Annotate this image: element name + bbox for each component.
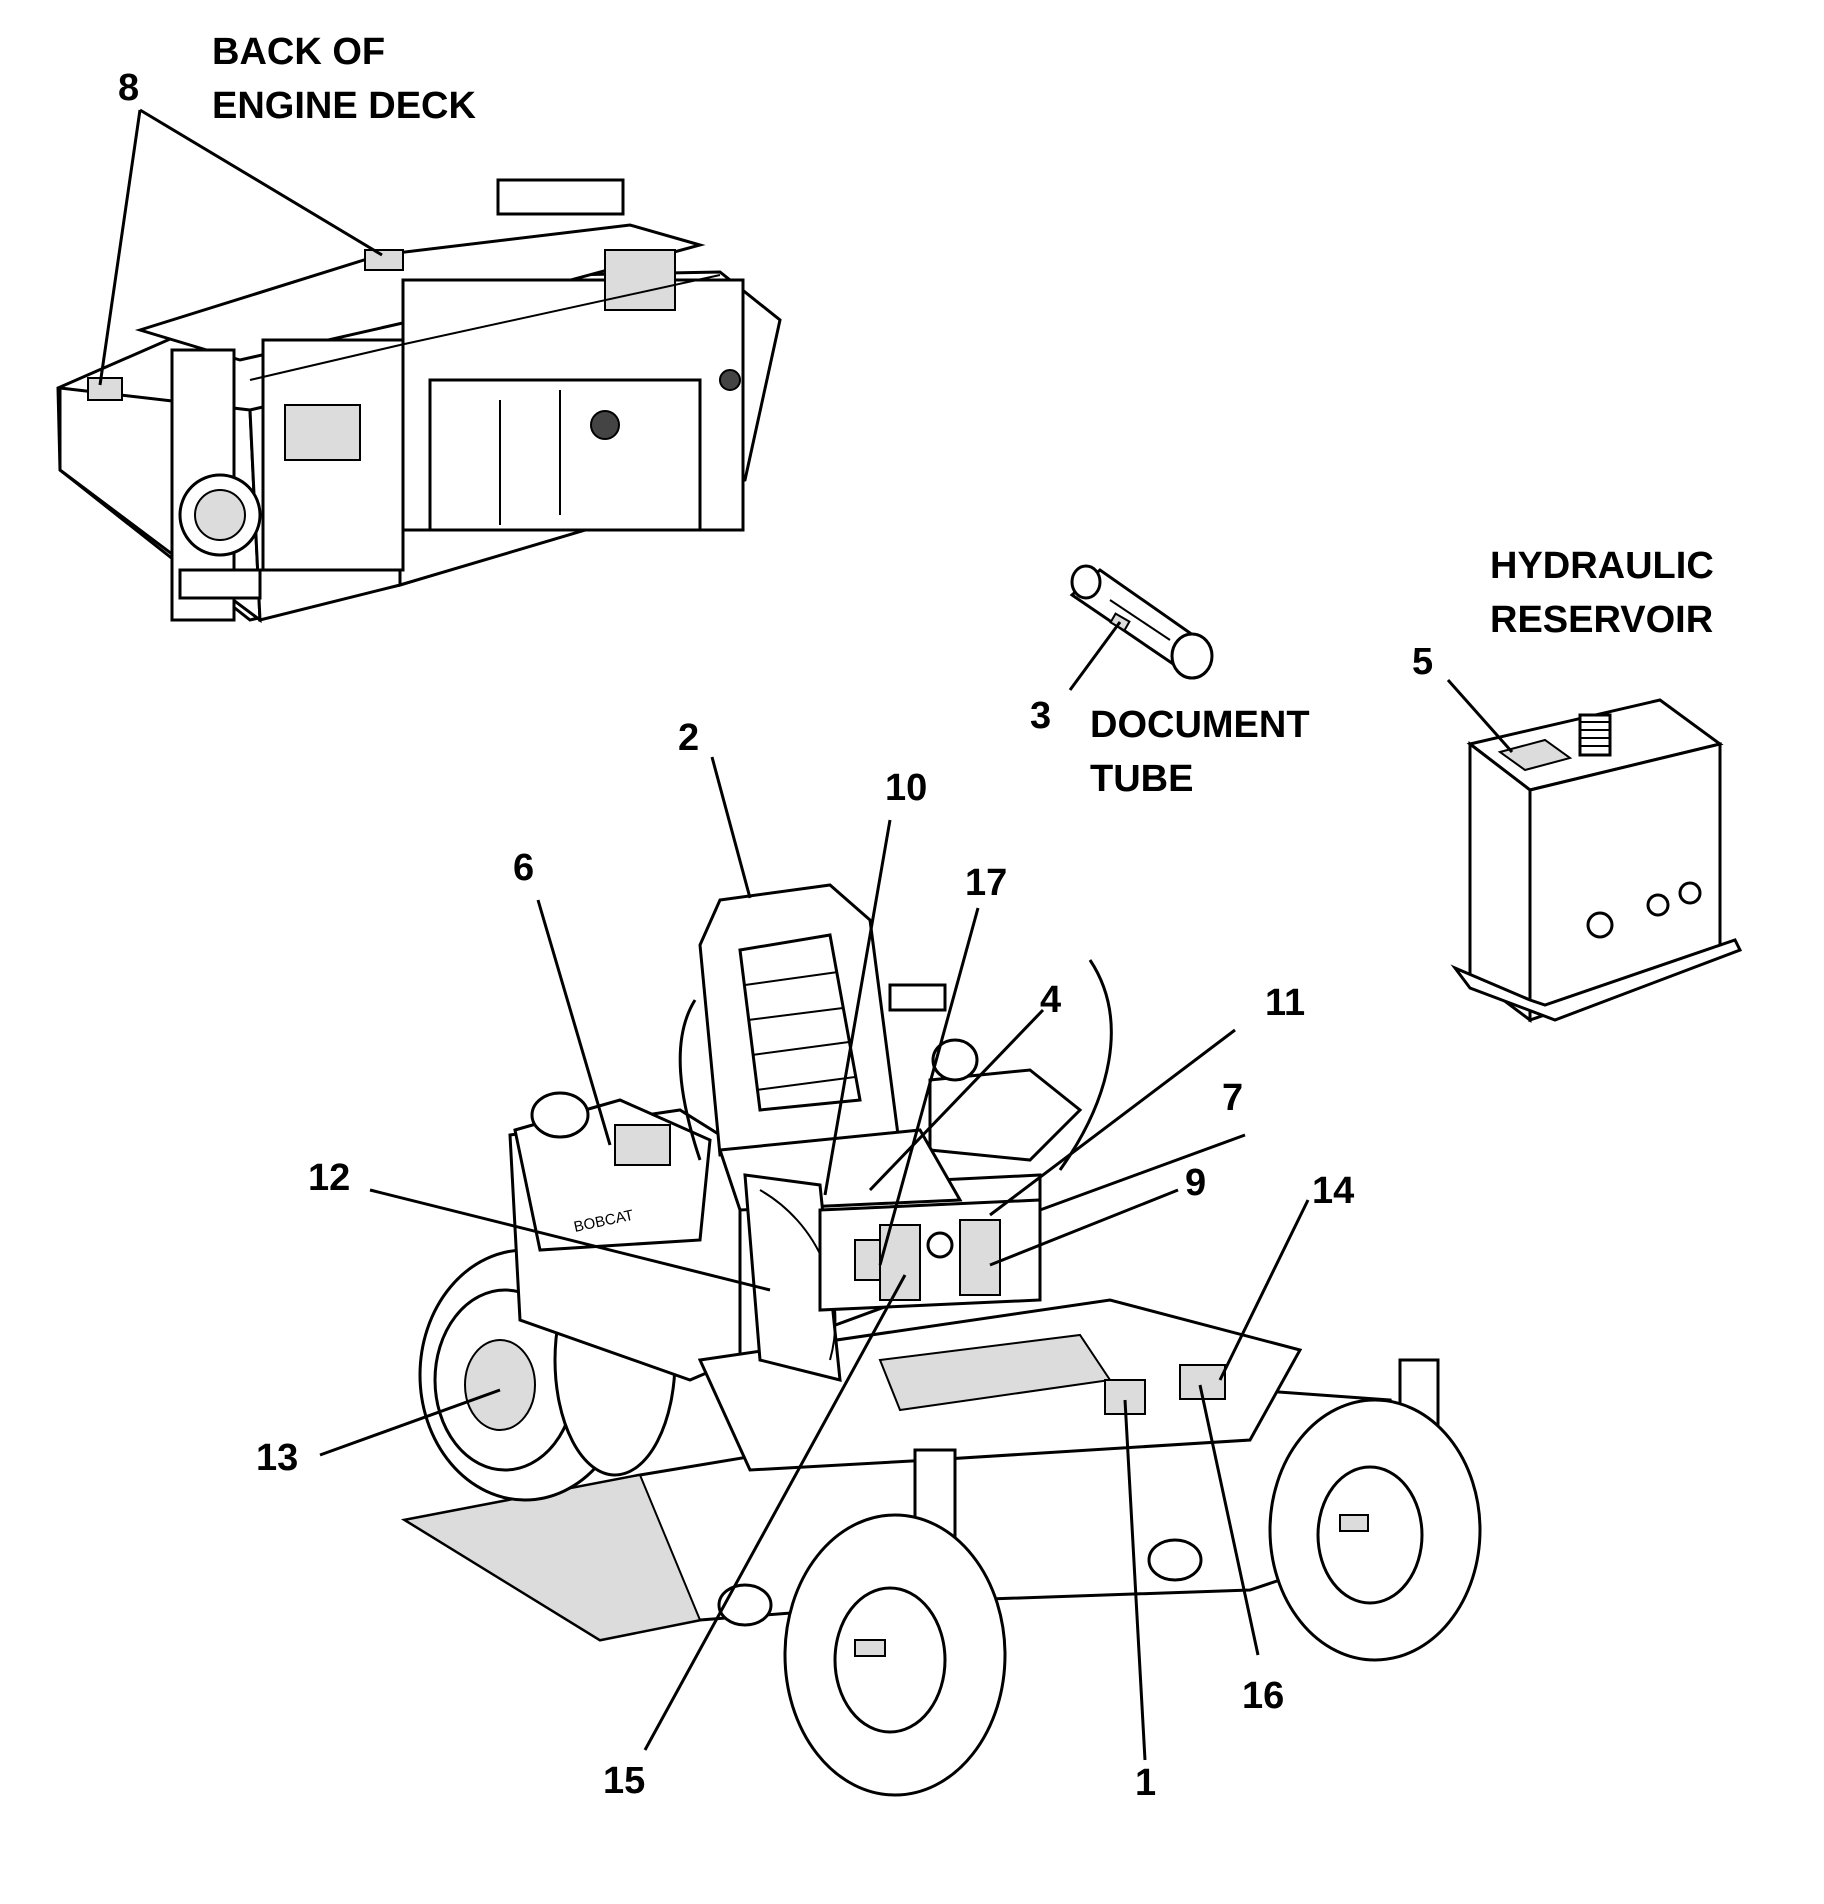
callout-13: 13	[256, 1437, 298, 1479]
callout-8: 8	[118, 67, 139, 109]
callout-17: 17	[965, 862, 1007, 904]
callout-3: 3	[1030, 695, 1051, 737]
callout-15: 15	[603, 1760, 645, 1802]
document-tube-caption-line-2: TUBE	[1090, 758, 1193, 800]
engine-deck-illustration	[56, 178, 782, 624]
callout-11: 11	[1265, 982, 1305, 1024]
callout-4: 4	[1040, 979, 1061, 1021]
hydraulic-reservoir-caption-line-2: RESERVOIR	[1490, 599, 1713, 641]
callout-16: 16	[1242, 1675, 1284, 1717]
callout-6: 6	[513, 847, 534, 889]
hydraulic-reservoir-caption-line-1: HYDRAULIC	[1490, 545, 1714, 587]
callout-1: 1	[1135, 1762, 1156, 1804]
engine-deck-caption-line-1: BACK OF	[212, 31, 385, 73]
callout-14: 14	[1312, 1170, 1354, 1212]
callout-10: 10	[885, 767, 927, 809]
callout-12: 12	[308, 1157, 350, 1199]
document-tube-caption-line-1: DOCUMENT	[1090, 704, 1310, 746]
hydraulic-reservoir-illustration	[1450, 698, 1743, 1023]
callout-2: 2	[678, 717, 699, 759]
leader-lines	[98, 108, 1514, 1761]
callout-9: 9	[1185, 1162, 1206, 1204]
callout-5: 5	[1412, 641, 1433, 683]
callout-7: 7	[1222, 1077, 1243, 1119]
document-tube-illustration	[1069, 564, 1214, 680]
engine-deck-caption-line-2: ENGINE DECK	[212, 85, 476, 127]
zero-turn-mower-illustration	[400, 883, 1482, 1797]
